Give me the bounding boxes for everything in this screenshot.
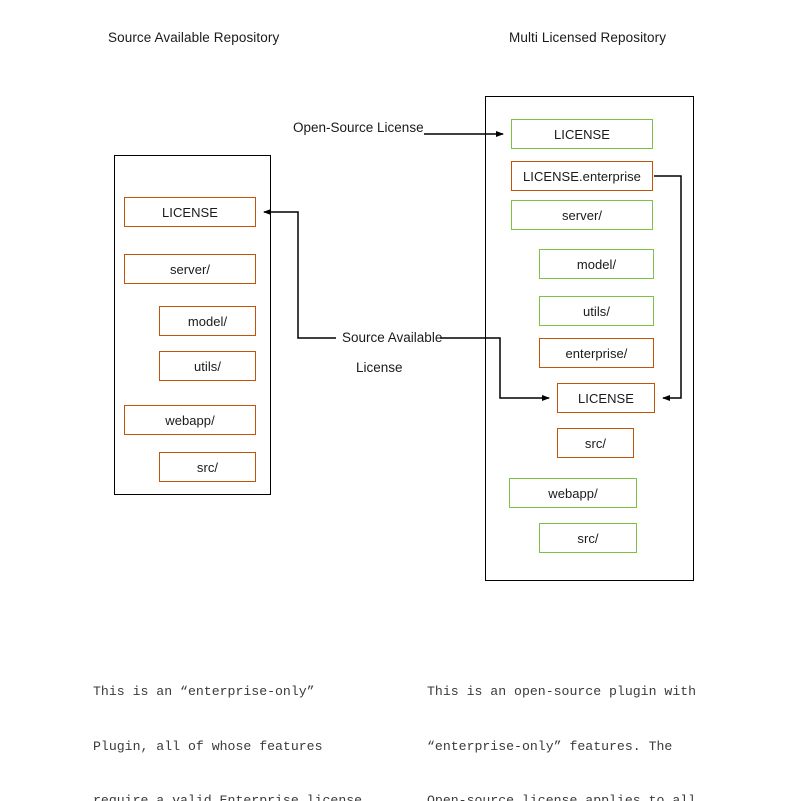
right-node-webapp-src[interactable]: src/	[539, 523, 637, 553]
right-node-enterprise-src-label: src/	[584, 435, 607, 451]
right-node-license-label: LICENSE	[554, 126, 610, 142]
right-node-license-enterprise[interactable]: LICENSE.enterprise	[511, 161, 653, 191]
edge-label-source-available-line2: License	[356, 360, 403, 375]
caption-multi-licensed: This is an open-source plugin with “ente…	[427, 650, 727, 801]
left-node-src-label: src/	[196, 459, 219, 475]
left-node-utils-label: utils/	[193, 358, 222, 374]
left-node-license-label: LICENSE	[162, 204, 218, 220]
edge-label-source-available-line1: Source Available	[342, 330, 443, 345]
right-node-enterprise-license-label: LICENSE	[578, 390, 634, 406]
right-node-enterprise[interactable]: enterprise/	[539, 338, 654, 368]
left-node-model-label: model/	[187, 313, 228, 329]
right-node-enterprise-license[interactable]: LICENSE	[557, 383, 655, 413]
left-node-server[interactable]: server/	[124, 254, 256, 284]
caption-left-line-2: Plugin, all of whose features	[93, 738, 323, 754]
column-title-source-available: Source Available Repository	[108, 30, 280, 45]
caption-left-line-1: This is an “enterprise-only”	[93, 684, 315, 699]
right-node-utils[interactable]: utils/	[539, 296, 654, 326]
edge-label-open-source-license: Open-Source License	[293, 120, 424, 135]
right-node-webapp[interactable]: webapp/	[509, 478, 637, 508]
caption-right-line-3: Open-source license applies to all	[427, 793, 697, 801]
caption-source-available: This is an “enterprise-only” Plugin, all…	[93, 650, 403, 801]
right-node-webapp-src-label: src/	[577, 530, 599, 546]
right-node-utils-label: utils/	[582, 303, 611, 319]
left-node-license[interactable]: LICENSE	[124, 197, 256, 227]
left-node-model[interactable]: model/	[159, 306, 256, 336]
right-node-server-label: server/	[561, 207, 603, 223]
right-node-enterprise-label: enterprise/	[565, 345, 628, 361]
right-node-webapp-label: webapp/	[548, 485, 598, 501]
caption-right-line-2: “enterprise-only” features. The	[427, 738, 673, 754]
wire-source-available-to-left-license	[263, 209, 336, 339]
left-node-webapp-label: webapp/	[165, 412, 215, 428]
left-node-server-label: server/	[169, 261, 211, 277]
right-node-license[interactable]: LICENSE	[511, 119, 653, 149]
right-node-enterprise-src[interactable]: src/	[557, 428, 634, 458]
left-node-utils[interactable]: utils/	[159, 351, 256, 381]
caption-right-line-1: This is an open-source plugin with	[427, 684, 697, 699]
right-node-model-label: model/	[576, 256, 617, 272]
left-node-src[interactable]: src/	[159, 452, 256, 482]
right-node-server[interactable]: server/	[511, 200, 653, 230]
column-title-multi-licensed: Multi Licensed Repository	[509, 30, 667, 45]
left-node-webapp[interactable]: webapp/	[124, 405, 256, 435]
right-node-license-enterprise-label: LICENSE.enterprise	[523, 168, 641, 184]
caption-left-line-3: require a valid Enterprise license.	[93, 793, 370, 801]
right-node-model[interactable]: model/	[539, 249, 654, 279]
